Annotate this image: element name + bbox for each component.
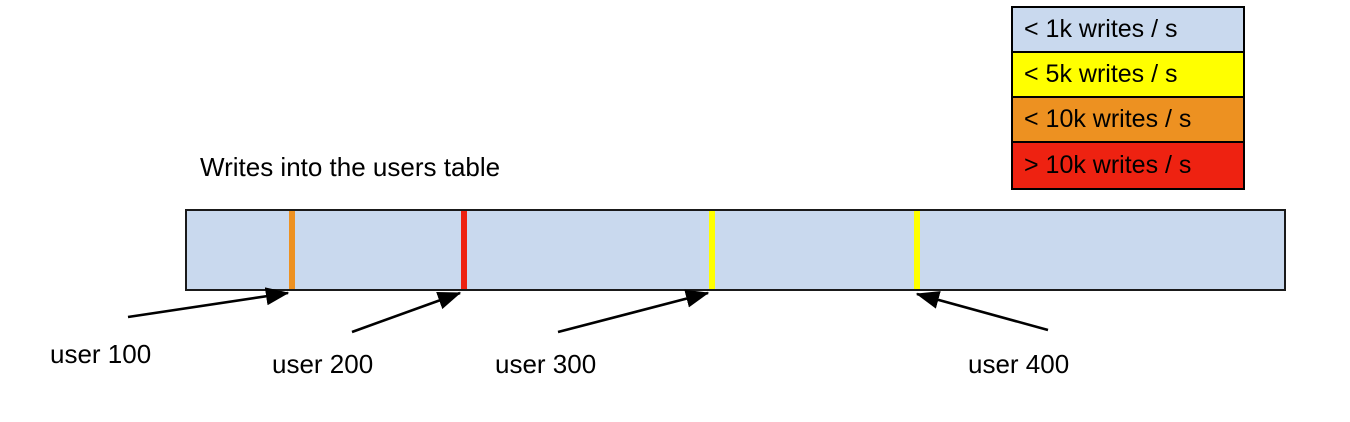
legend-row-lt-5k: < 5k writes / s: [1013, 53, 1243, 98]
marker-user-200: [461, 211, 467, 289]
legend-label-lt-1k: < 1k writes / s: [1024, 15, 1178, 43]
legend-label-lt-5k: < 5k writes / s: [1024, 60, 1178, 88]
arrow-user-400: [915, 291, 1049, 332]
legend-row-lt-1k: < 1k writes / s: [1013, 8, 1243, 53]
legend: < 1k writes / s < 5k writes / s < 10k wr…: [1011, 6, 1245, 190]
marker-user-100: [289, 211, 295, 289]
users-table-bar: [185, 209, 1286, 291]
callout-label-user-100: user 100: [50, 339, 152, 369]
chart-title: Writes into the users table: [200, 152, 501, 182]
callout-label-user-400: user 400: [968, 349, 1070, 379]
marker-user-400: [914, 211, 920, 289]
legend-label-lt-10k: < 10k writes / s: [1024, 105, 1192, 133]
marker-user-300: [709, 211, 715, 289]
callout-label-user-200: user 200: [272, 349, 374, 379]
arrow-user-200: [351, 291, 462, 334]
legend-row-gt-10k: > 10k writes / s: [1013, 143, 1243, 188]
legend-row-lt-10k: < 10k writes / s: [1013, 98, 1243, 143]
legend-label-gt-10k: > 10k writes / s: [1024, 151, 1192, 179]
arrow-user-300: [557, 289, 710, 334]
callout-label-user-300: user 300: [495, 349, 597, 379]
arrow-user-100: [127, 287, 290, 319]
